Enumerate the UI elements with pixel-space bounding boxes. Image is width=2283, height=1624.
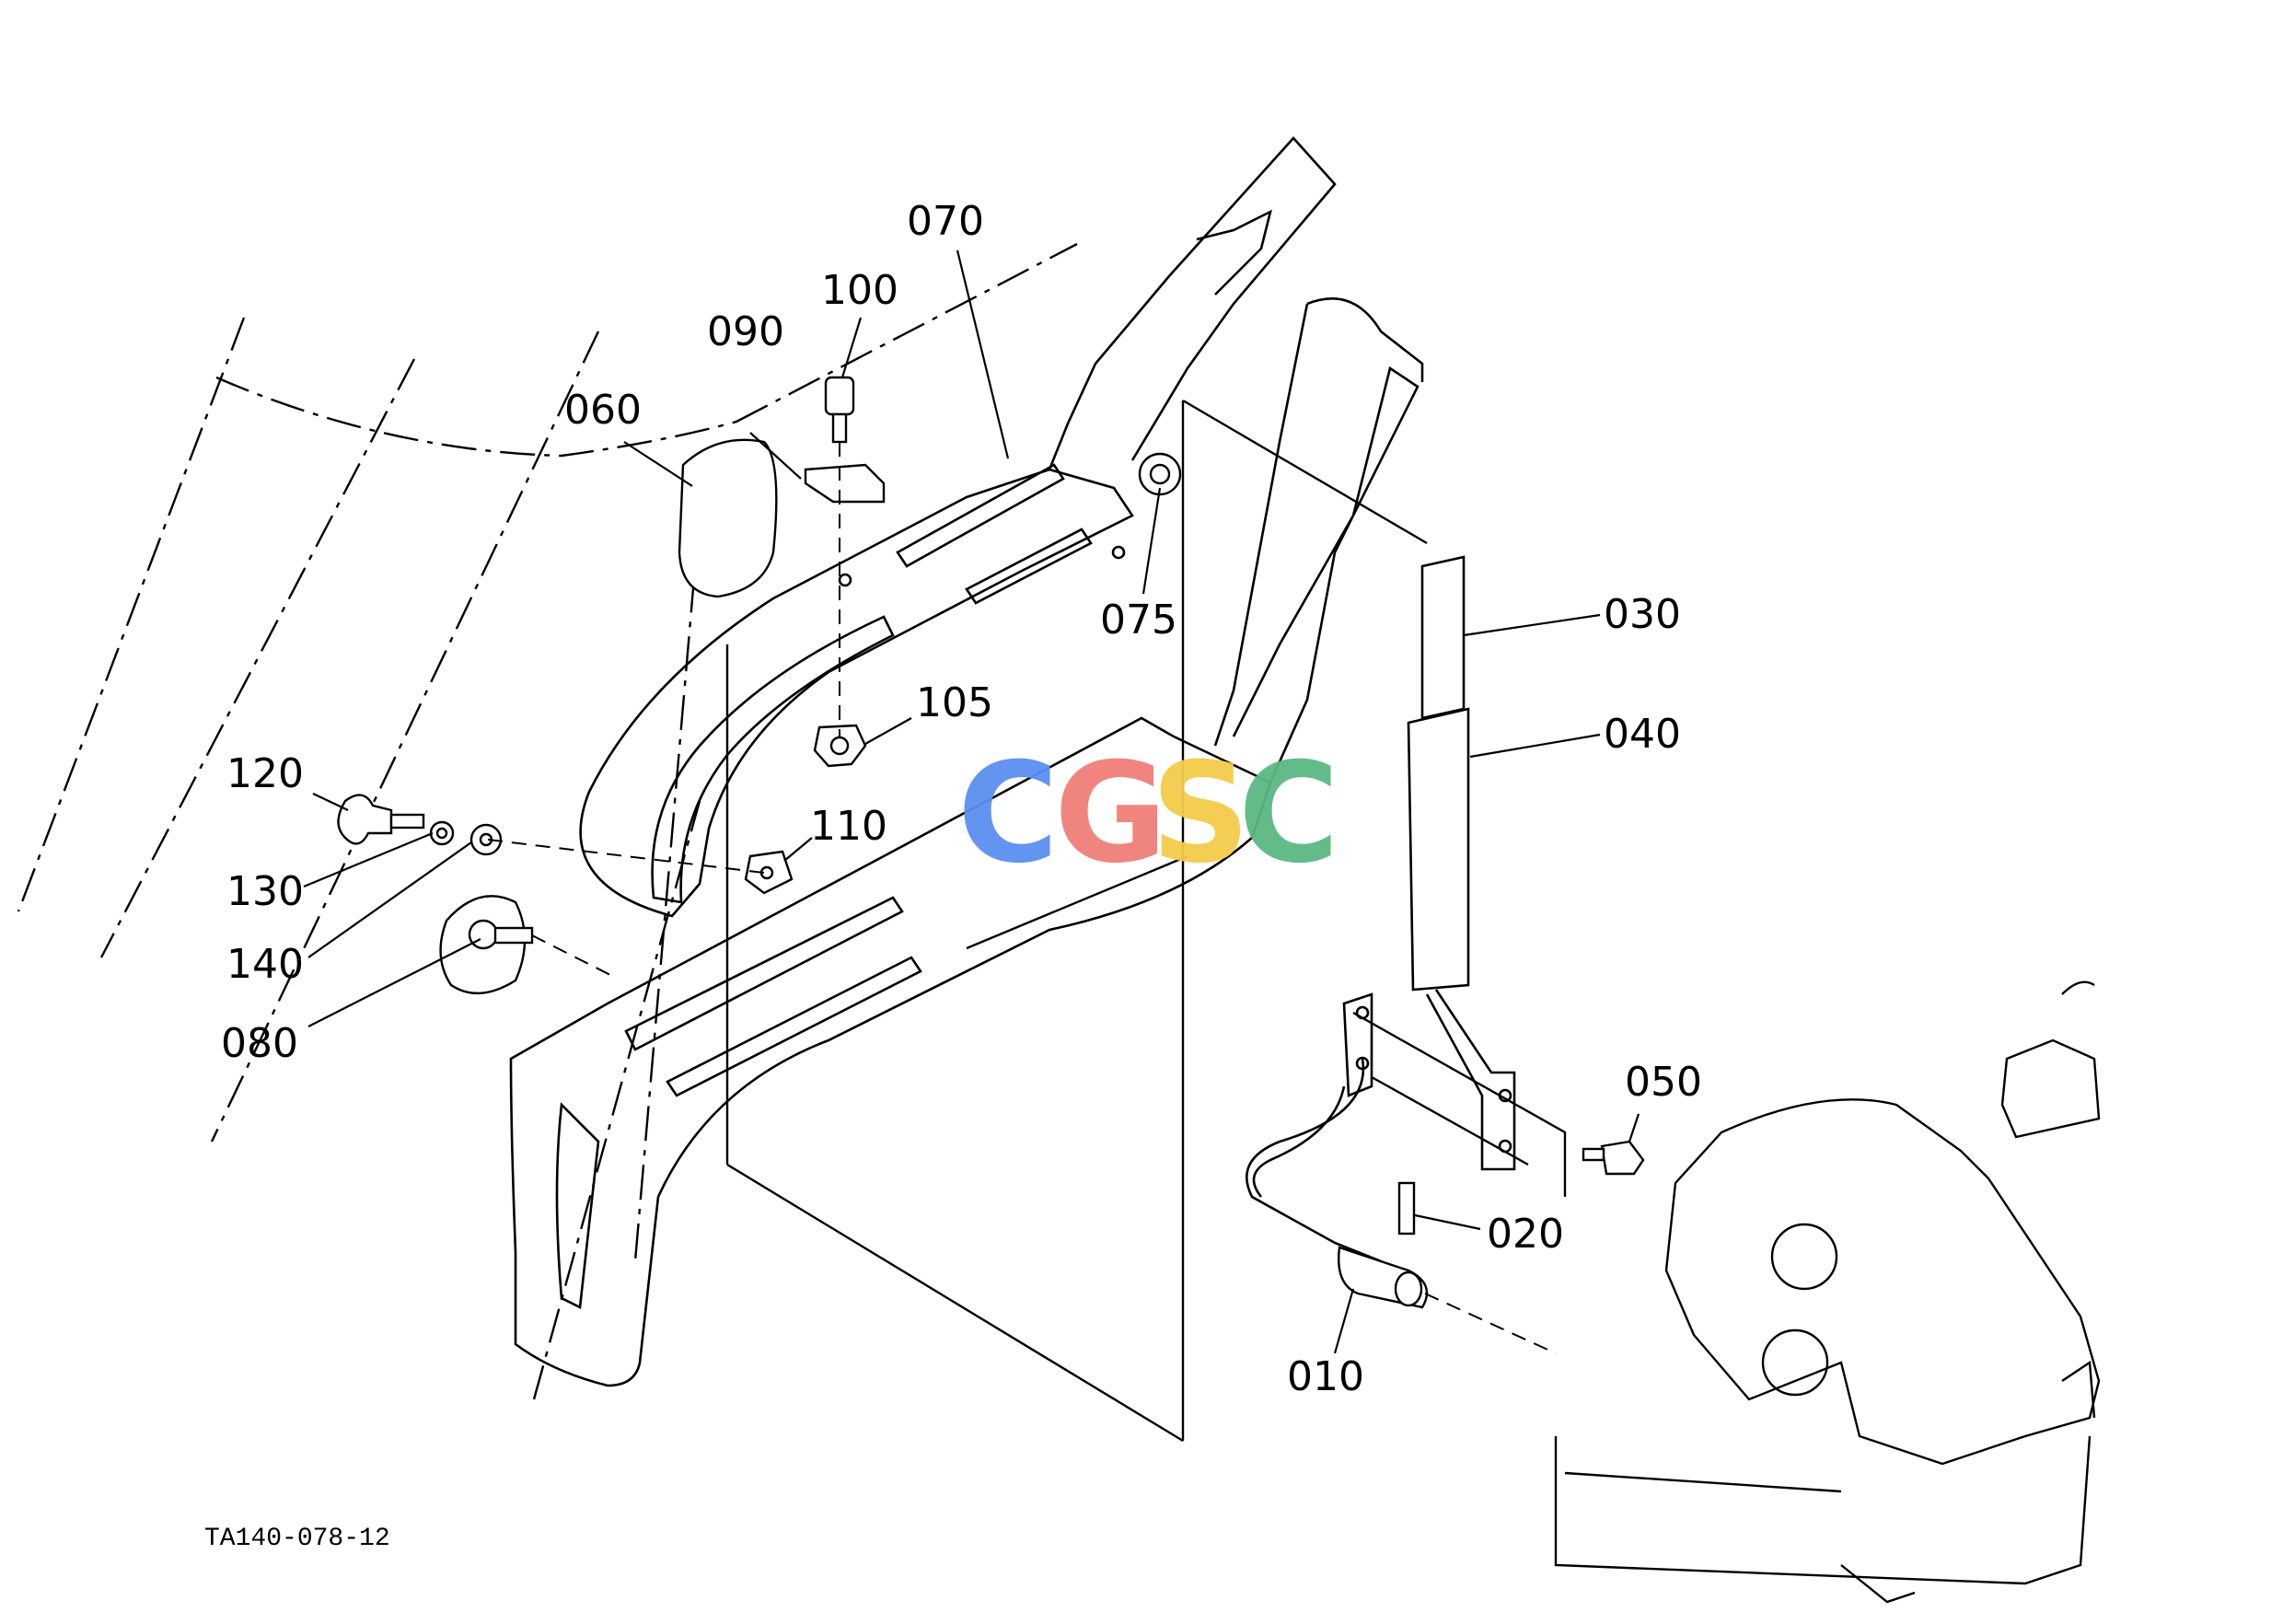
watermark-letter-g: G — [1054, 734, 1167, 894]
label-105: 105 — [916, 679, 993, 726]
part-060-knob — [678, 438, 778, 598]
label-120: 120 — [226, 750, 304, 797]
drawing-number: TA140-078-12 — [204, 1525, 390, 1553]
part-080-bolt — [468, 919, 499, 950]
leader-lines — [303, 249, 1640, 1354]
label-100: 100 — [821, 267, 898, 314]
part-050-bolt — [1600, 1140, 1645, 1176]
part-040-lower-rod — [1407, 707, 1470, 992]
phantom-lines — [17, 242, 1078, 1400]
label-075: 075 — [1100, 597, 1177, 644]
label-140: 140 — [226, 941, 304, 988]
label-080: 080 — [221, 1020, 298, 1067]
label-020: 020 — [1487, 1211, 1564, 1258]
label-040: 040 — [1604, 711, 1681, 758]
part-100-screw — [824, 376, 855, 416]
valve-body — [1554, 980, 2101, 1604]
lever-rod-assembly — [1246, 555, 1516, 1263]
part-070-guide-plate — [579, 136, 1337, 918]
part-020-pin — [1397, 1181, 1416, 1235]
fender-bracket — [509, 296, 1424, 1387]
assembly-lines — [487, 442, 1557, 1354]
label-010: 010 — [1287, 1353, 1364, 1400]
label-050: 050 — [1625, 1059, 1702, 1106]
part-030-upper-rod — [1420, 555, 1466, 720]
watermark-cgsc: C G S C — [957, 734, 1339, 894]
label-030: 030 — [1604, 591, 1681, 638]
label-110: 110 — [810, 803, 887, 850]
part-090-clip — [804, 463, 886, 504]
center-column-panel — [725, 399, 1567, 1443]
label-090: 090 — [707, 308, 784, 355]
hardware — [337, 376, 1645, 1309]
label-070: 070 — [907, 198, 984, 245]
part-120-knob-bolt — [337, 794, 393, 845]
watermark-letter-c1: C — [957, 734, 1059, 894]
watermark-letter-c2: C — [1238, 734, 1339, 894]
label-130: 130 — [226, 868, 304, 915]
label-060: 060 — [564, 387, 642, 434]
watermark-letter-s: S — [1151, 734, 1250, 894]
part-labels: 070 100 090 060 075 105 110 120 130 140 … — [204, 198, 1702, 1553]
